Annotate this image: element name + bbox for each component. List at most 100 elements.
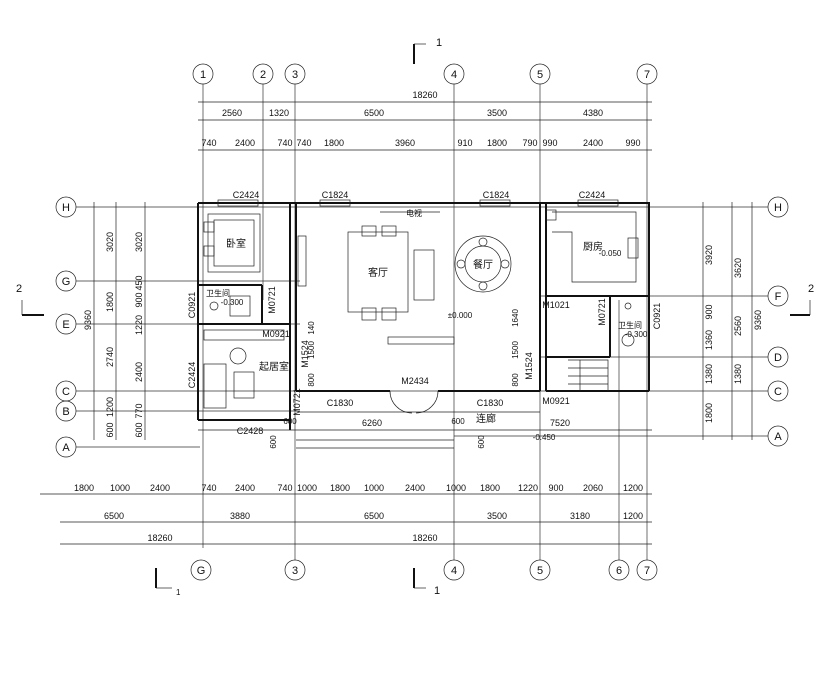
bottom-dim-r1-2: 2400 <box>150 483 170 493</box>
grid-col-bottom-6: 6 <box>616 565 622 577</box>
level-marks: -0.300 -0.050 -0.300 ±0.000 -0.450 <box>221 249 648 442</box>
grid-col-top-2: 2 <box>260 69 266 81</box>
bottom-dim-r1-7: 1800 <box>330 483 350 493</box>
left-dim-in-4: 2400 <box>134 362 144 382</box>
left-dim-in-5: 770 <box>134 403 144 418</box>
bottom-dim-r1-0: 1800 <box>74 483 94 493</box>
window-tag-2: C1824 <box>483 190 510 200</box>
local-dim-7: 600 <box>451 417 465 426</box>
right-dim-outer: 9360 <box>753 310 763 330</box>
bottom-dim-r2-1: 3880 <box>230 511 250 521</box>
section-mark-right-label: 2 <box>808 283 814 295</box>
door-tag-3: M0721 <box>292 388 302 416</box>
window-tag-0: C2424 <box>233 190 260 200</box>
local-dims: 1500 1500 800 800 1640 140 600 600 600 6… <box>269 309 570 449</box>
section-mark-bottom-left-label: 1 <box>176 588 181 597</box>
grid-row-left-B: B <box>62 406 69 418</box>
grid-column-bubbles-top: 1 2 3 4 5 7 <box>192 63 658 85</box>
top-dim-r3-11: 990 <box>625 138 640 148</box>
windows-top <box>217 199 619 207</box>
bottom-dim-r1-13: 900 <box>548 483 563 493</box>
level-bath-right: -0.300 <box>625 330 648 339</box>
left-dim-mid-3: 1200 <box>105 397 115 417</box>
door-tag-0: M0721 <box>267 286 277 314</box>
top-dim-r2-0: 2560 <box>222 108 242 118</box>
left-dim-mid-1: 1800 <box>105 292 115 312</box>
level-outdoor: -0.450 <box>533 433 556 442</box>
bottom-dim-r2-5: 1200 <box>623 511 643 521</box>
room-bedroom: 卧室 <box>226 237 246 250</box>
window-tag-7: C1830 <box>477 398 504 408</box>
top-dim-r3-9: 990 <box>542 138 557 148</box>
left-dim-in-0: 3020 <box>134 232 144 252</box>
local-dim-4: 1640 <box>511 309 520 327</box>
bottom-dim-r1-14: 2060 <box>583 483 603 493</box>
local-dim-5: 140 <box>307 321 316 335</box>
section-mark-left: 2 <box>16 283 44 316</box>
local-dim-1: 1500 <box>511 341 520 359</box>
grid-col-top-4: 4 <box>451 69 457 81</box>
section-mark-bottom: 1 <box>413 568 440 597</box>
corridor-dim-0: 6260 <box>362 418 382 428</box>
window-tag-4: C0921 <box>187 292 197 319</box>
bottom-dim-r2-4: 3180 <box>570 511 590 521</box>
interior-walls <box>198 284 649 358</box>
left-dim-mid-4: 600 <box>105 422 115 437</box>
left-dim-mid-2: 2740 <box>105 347 115 367</box>
top-dim-r3-8: 790 <box>522 138 537 148</box>
bottom-dimensions: 1800 1000 2400 740 2400 740 1000 1800 10… <box>40 483 652 545</box>
top-dim-r2-2: 6500 <box>364 108 384 118</box>
grid-row-right-A: A <box>774 431 782 443</box>
local-dim-2: 800 <box>307 373 316 387</box>
grid-row-right-C: C <box>774 386 782 398</box>
left-dimensions: 9360 3020 1800 2740 1200 600 3020 900 45… <box>83 202 146 440</box>
top-dim-total: 18260 <box>412 90 437 100</box>
section-mark-bottom-left: 1 <box>155 568 181 597</box>
grid-col-bottom-5: 5 <box>537 565 543 577</box>
grid-col-bottom-7: 7 <box>644 565 650 577</box>
level-kitchen: -0.050 <box>599 249 622 258</box>
room-dining: 餐厅 <box>473 258 493 271</box>
room-bath-right: 卫生间 <box>618 320 642 330</box>
right-dimensions: 3920 900 1360 1380 1800 3620 2560 1380 9… <box>702 202 763 440</box>
door-tag-8: M0921 <box>542 396 570 406</box>
right-dim-mid-2: 1380 <box>733 364 743 384</box>
bottom-dim-r1-5: 740 <box>277 483 292 493</box>
door-tag-4: M2434 <box>401 376 429 386</box>
top-dim-r3-7: 1800 <box>487 138 507 148</box>
bottom-dim-r3-0: 18260 <box>147 533 172 543</box>
kitchen-counter <box>545 209 639 283</box>
local-dim-9: 600 <box>269 435 278 449</box>
grid-row-bubbles-left: H G E C B A <box>55 196 77 458</box>
bedroom-bed <box>203 213 261 273</box>
bottom-dim-r1-1: 1000 <box>110 483 130 493</box>
section-mark-top: 1 <box>413 37 442 64</box>
bottom-dim-r1-3: 740 <box>201 483 216 493</box>
opening-tags: C2424 C1824 C1824 C2424 C0921 C2424 C183… <box>187 190 662 436</box>
bottom-dim-r1-11: 1800 <box>480 483 500 493</box>
top-dim-r3-6: 910 <box>457 138 472 148</box>
top-dim-r3-2: 740 <box>277 138 292 148</box>
top-dim-r3-3: 740 <box>296 138 311 148</box>
bottom-dim-r1-8: 1000 <box>364 483 384 493</box>
local-dim-3: 800 <box>511 373 520 387</box>
window-tag-5: C2424 <box>187 362 197 389</box>
grid-column-bubbles-bottom: G 3 4 5 6 7 <box>190 559 658 581</box>
right-dim-in-3: 1380 <box>704 364 714 384</box>
grid-row-left-A: A <box>62 442 70 454</box>
top-dim-r2-4: 4380 <box>583 108 603 118</box>
bottom-dim-r2-2: 6500 <box>364 511 384 521</box>
tv-cabinet <box>387 336 455 345</box>
top-dim-r3-4: 1800 <box>324 138 344 148</box>
top-dim-r3-10: 2400 <box>583 138 603 148</box>
door-tag-1: M0921 <box>262 329 290 339</box>
section-mark-right: 2 <box>790 283 814 316</box>
local-dim-8: 600 <box>477 435 486 449</box>
right-dim-mid-0: 3620 <box>733 258 743 278</box>
bottom-dim-r1-15: 1200 <box>623 483 643 493</box>
grid-row-right-F: F <box>775 291 782 303</box>
grid-col-bottom-G: G <box>197 565 206 577</box>
grid-row-left-E: E <box>62 319 69 331</box>
grid-col-bottom-4: 4 <box>451 565 457 577</box>
